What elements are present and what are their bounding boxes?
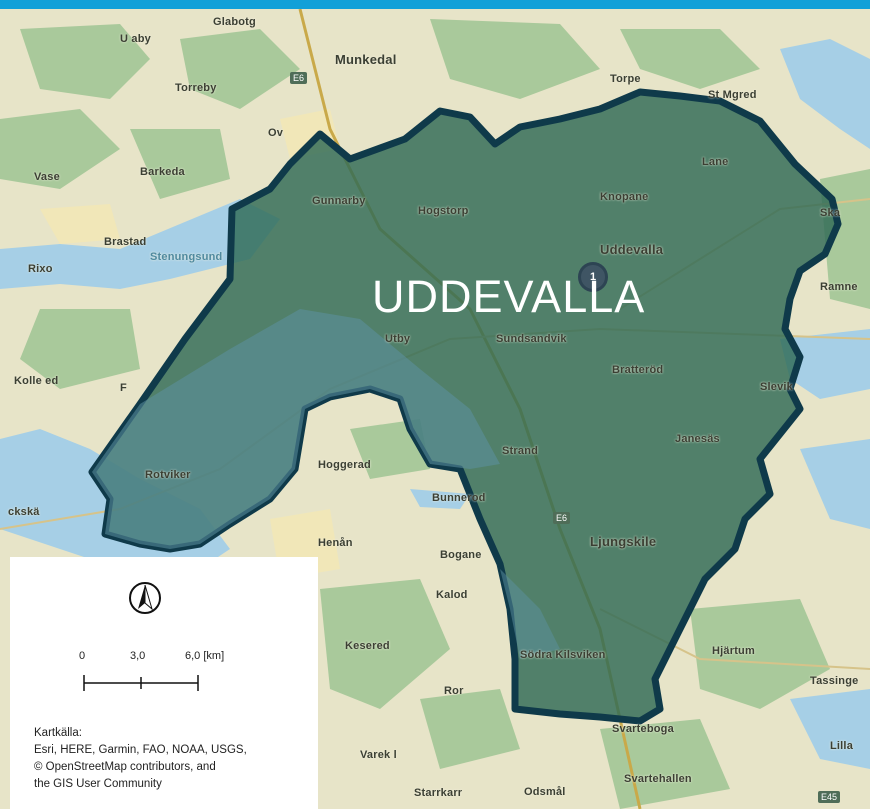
map-credits: Kartkälla: Esri, HERE, Garmin, FAO, NOAA… xyxy=(34,725,314,793)
place-lane: Lane xyxy=(702,156,729,168)
road-e45: E45 xyxy=(818,791,841,803)
place-knopane: Knopane xyxy=(600,191,649,203)
place-uddevalla: Uddevalla xyxy=(600,242,664,257)
place-uaby: U aby xyxy=(120,33,151,45)
credits-title: Kartkälla: xyxy=(34,727,82,739)
credits-line: © OpenStreetMap contributors, and xyxy=(34,761,216,773)
place-bogane: Bogane xyxy=(440,549,482,561)
scale-label-6: 6,0 [km] xyxy=(185,650,225,662)
place-sundsandvik: Sundsandvik xyxy=(496,333,567,345)
place-torpe: Torpe xyxy=(610,73,641,85)
top-accent-bar xyxy=(0,0,870,9)
road-e6-north: E6 xyxy=(290,72,308,84)
map-canvas[interactable]: Glabotg U aby Munkedal Torreby Torpe St … xyxy=(0,9,870,809)
place-sodra-kilsviken: Södra Kilsviken xyxy=(520,649,606,661)
place-hogstorp: Hogstorp xyxy=(418,205,469,217)
place-bunnerod: Bunnerod xyxy=(432,492,486,504)
scale-label-0: 0 xyxy=(79,650,86,662)
place-f: F xyxy=(120,382,127,394)
basemap xyxy=(0,9,870,809)
place-kolle-ed: Kolle ed xyxy=(14,375,59,387)
location-marker[interactable]: 1 xyxy=(578,262,608,292)
region-label: UDDEVALLA xyxy=(372,271,646,322)
place-torreby: Torreby xyxy=(175,82,217,94)
place-glabotg: Glabotg xyxy=(213,16,256,28)
place-henan: Henån xyxy=(318,537,353,549)
place-vase: Vase xyxy=(34,171,60,183)
credits-line: the GIS User Community xyxy=(34,778,162,790)
credits-line: Esri, HERE, Garmin, FAO, NOAA, USGS, xyxy=(34,744,247,756)
place-odsmal: Odsmål xyxy=(524,786,566,798)
place-kesered: Kesered xyxy=(345,640,390,652)
scale-label-3: 3,0 xyxy=(130,650,146,662)
place-tassinge: Tassinge xyxy=(810,675,859,687)
scale-bar xyxy=(83,675,199,691)
place-svartehallen: Svartehallen xyxy=(624,773,692,785)
place-lilla: Lilla xyxy=(830,740,854,752)
place-rixo: Rixo xyxy=(28,263,53,275)
place-rotviker: Rotviker xyxy=(145,469,191,481)
place-starrkarr: Starrkarr xyxy=(414,787,463,799)
place-ramne: Ramne xyxy=(820,281,858,293)
place-barkeda: Barkeda xyxy=(140,166,185,178)
place-munkedal: Munkedal xyxy=(335,52,397,67)
place-kalod: Kalod xyxy=(436,589,468,601)
place-svarteboga: Svarteboga xyxy=(612,723,674,735)
place-utby: Utby xyxy=(385,333,411,345)
place-ror: Ror xyxy=(444,685,464,697)
place-janesas: Janesäs xyxy=(675,433,720,445)
place-hoggerad: Hoggerad xyxy=(318,459,371,471)
place-st-mgred: St Mgred xyxy=(708,89,757,101)
place-gunnarby: Gunnarby xyxy=(312,195,366,207)
road-e6-south: E6 xyxy=(553,512,571,524)
place-ljungskile: Ljungskile xyxy=(590,534,657,549)
north-arrow-icon xyxy=(129,582,161,614)
place-slevik: Slevik xyxy=(760,381,794,393)
place-brastad: Brastad xyxy=(104,236,147,248)
place-ov: Ov xyxy=(268,127,284,139)
place-ckska: ckskä xyxy=(8,506,40,518)
place-strand: Strand xyxy=(502,445,539,457)
place-varekl: Varek l xyxy=(360,749,397,761)
place-ska: Ska xyxy=(820,207,841,219)
place-stenungsund: Stenungsund xyxy=(150,251,223,263)
place-hjartum: Hjärtum xyxy=(712,645,755,657)
place-bratterod: Bratteröd xyxy=(612,364,664,376)
